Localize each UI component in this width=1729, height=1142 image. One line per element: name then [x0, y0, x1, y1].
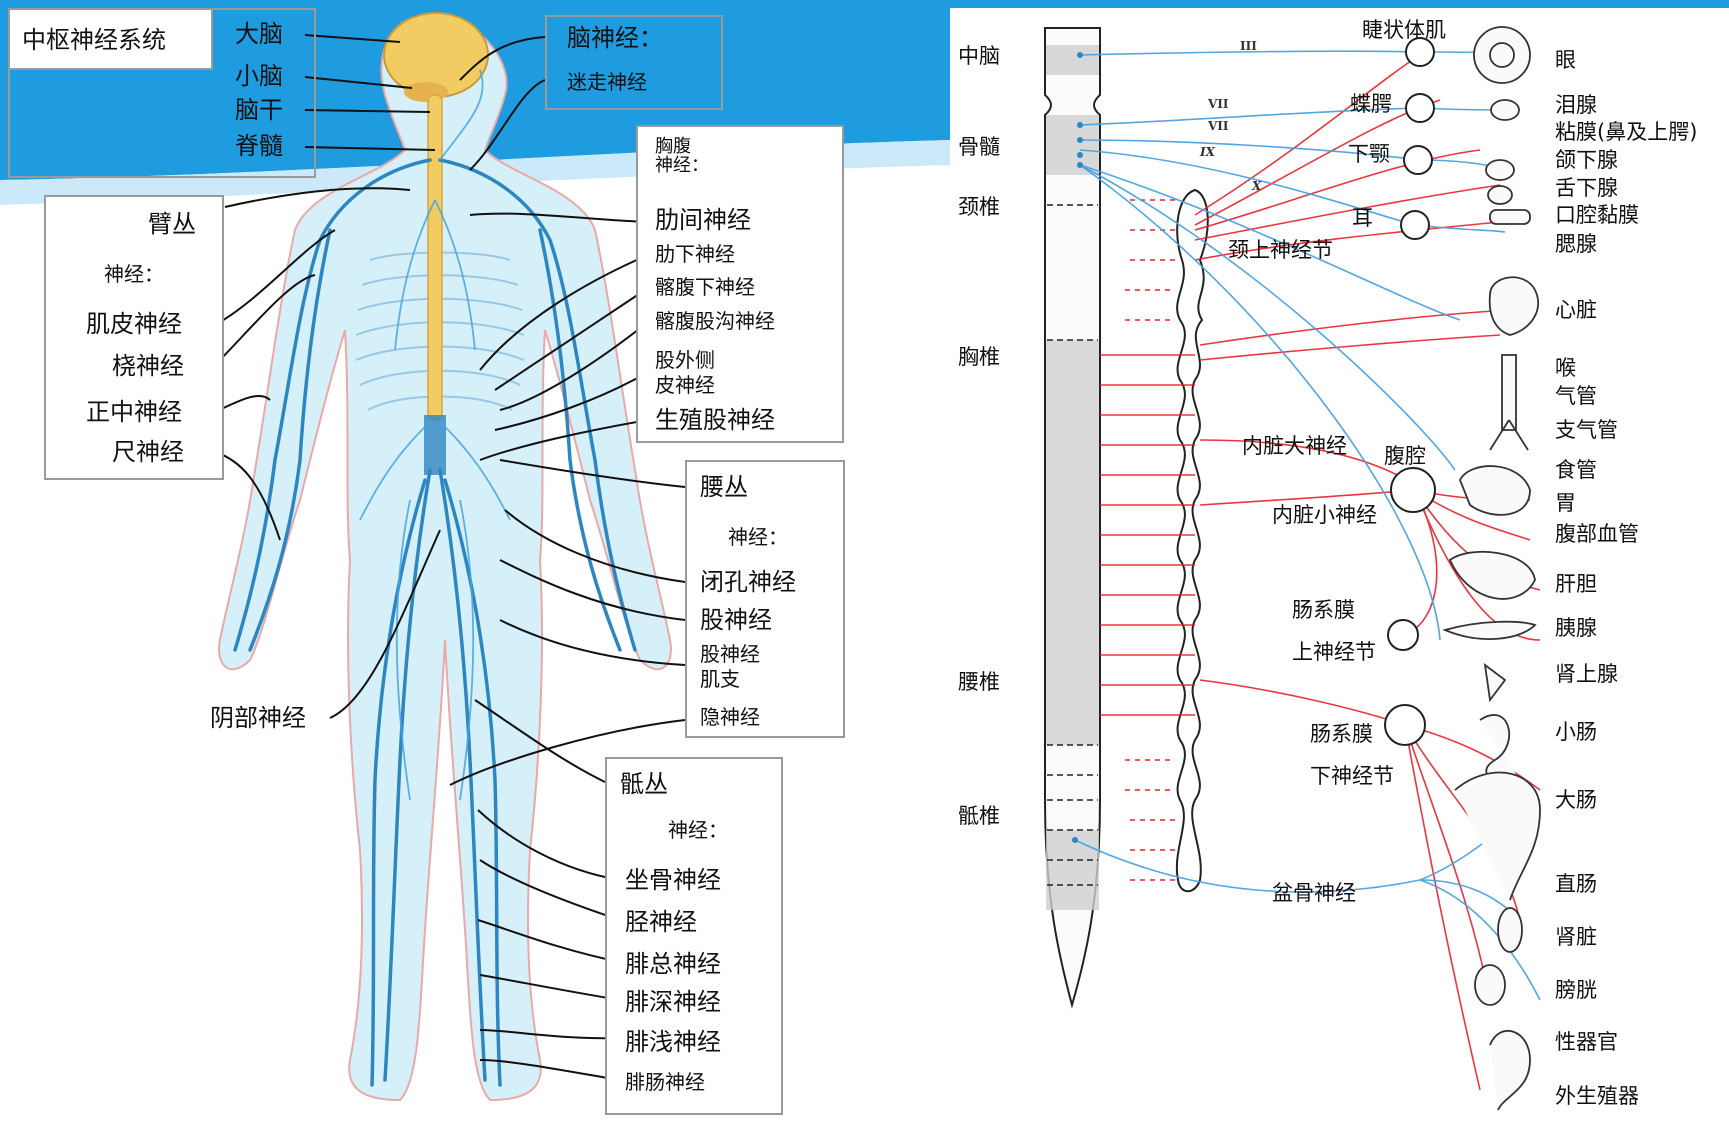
organ-bladder: 膀胱	[1555, 980, 1597, 1001]
organ-eye: 眼	[1555, 50, 1576, 71]
label-radial: 桡神经	[112, 354, 184, 378]
lateral-femoral-text: 股外侧 皮神经	[655, 348, 715, 397]
label-obturator: 闭孔神经	[700, 570, 796, 594]
label-cervical: 颈椎	[958, 197, 1000, 218]
label-lesser-splanchnic: 内脏小神经	[1272, 505, 1377, 526]
organ-rectum: 直肠	[1555, 874, 1597, 895]
roman-vii-a: VII	[1208, 98, 1229, 110]
label-tibial: 胫神经	[625, 910, 697, 934]
label-lumbar: 腰椎	[958, 672, 1000, 693]
midbrain-shade	[1046, 45, 1099, 75]
organ-stomach: 胃	[1555, 493, 1576, 514]
organ-reproductive: 性器官	[1555, 1032, 1618, 1053]
label-deep-fibular: 腓深神经	[625, 990, 721, 1014]
thoracolumbar-shade	[1046, 340, 1099, 745]
label-brachial-nerves: 神经：	[104, 264, 164, 284]
organ-sublingual: 舌下腺	[1555, 178, 1618, 199]
organ-abdominal-vessels: 腹部血管	[1555, 524, 1639, 545]
label-thoracic: 胸椎	[958, 347, 1000, 368]
label-genitofemoral: 生殖股神经	[655, 408, 775, 432]
roman-x: X	[1252, 180, 1261, 192]
thoracoabdominal-text: 胸腹 神经：	[655, 136, 709, 176]
organ-adrenal: 肾上腺	[1555, 664, 1618, 685]
organ-submandibular: 颌下腺	[1555, 150, 1618, 171]
label-sacral: 骶椎	[958, 806, 1000, 827]
organ-bronchi: 支气管	[1555, 420, 1618, 441]
ciliary-ganglion	[1406, 38, 1434, 66]
label-lumbar-plexus: 腰丛	[700, 475, 748, 499]
pterygopalatine-ganglion	[1406, 94, 1434, 122]
label-sural: 腓肠神经	[625, 1072, 705, 1092]
label-femoral-muscular: 股神经 肌支	[700, 642, 760, 692]
organ-heart: 心脏	[1555, 300, 1597, 321]
otic-ganglion	[1401, 211, 1429, 239]
label-pterygopalatine: 蝶腭	[1350, 94, 1392, 115]
organ-parotid: 腮腺	[1555, 234, 1597, 255]
label-thoracoabdominal: 胸腹 神经：	[655, 138, 709, 176]
label-submandibular: 下颚	[1348, 144, 1390, 165]
label-medulla: 骨髓	[958, 137, 1000, 158]
cns-title: 中枢神经系统	[22, 28, 166, 52]
submandibular-ganglion	[1404, 146, 1432, 174]
label-musculocutaneous: 肌皮神经	[86, 312, 182, 336]
organ-oral-mucosa: 口腔黏膜	[1555, 205, 1639, 226]
label-iliohypogastric: 髂腹下神经	[655, 277, 755, 297]
organ-esophagus: 食管	[1555, 460, 1597, 481]
superior-mesenteric-ganglion	[1388, 620, 1418, 650]
organ-kidney: 肾脏	[1555, 927, 1597, 948]
label-median: 正中神经	[86, 400, 182, 424]
label-pelvic-nerve: 盆骨神经	[1272, 883, 1356, 904]
label-common-fibular: 腓总神经	[625, 952, 721, 976]
label-femoral: 股神经	[700, 608, 772, 632]
label-lumbar-nerves: 神经：	[728, 527, 788, 547]
label-cerebellum: 小脑	[235, 64, 283, 88]
label-mesenteric-sup-2: 上神经节	[1292, 642, 1376, 663]
spinal-cord	[428, 95, 442, 420]
organ-mucosa: 粘膜(鼻及上腭)	[1555, 122, 1697, 143]
organ-lacrimal: 泪腺	[1555, 95, 1597, 116]
label-superior-cervical-ganglion: 颈上神经节	[1228, 240, 1333, 261]
label-ciliary: 睫状体肌	[1362, 20, 1446, 41]
inferior-mesenteric-ganglion	[1385, 705, 1425, 745]
roman-ix: IX	[1200, 146, 1215, 158]
label-cranial-nerves: 脑神经：	[567, 26, 663, 50]
label-saphenous: 隐神经	[700, 707, 760, 727]
label-subcostal: 肋下神经	[655, 244, 735, 264]
label-ilioinguinal: 髂腹股沟神经	[655, 311, 775, 331]
label-ulnar: 尺神经	[112, 440, 184, 464]
organ-external-genitalia: 外生殖器	[1555, 1086, 1639, 1107]
label-midbrain: 中脑	[958, 46, 1000, 67]
sacral-shade	[1046, 830, 1099, 910]
femoral-muscular-text: 股神经 肌支	[700, 642, 760, 691]
label-greater-splanchnic: 内脏大神经	[1242, 436, 1347, 457]
organ-pancreas: 胰腺	[1555, 618, 1597, 639]
organ-liver-gallbladder: 肝胆	[1555, 574, 1597, 595]
label-cerebrum: 大脑	[235, 22, 283, 46]
sacral-box	[605, 757, 783, 1115]
organ-larynx: 喉	[1555, 358, 1576, 379]
label-mesenteric-sup-1: 肠系膜	[1292, 600, 1355, 621]
label-brachial-plexus: 臂丛	[148, 212, 196, 236]
celiac-ganglion	[1391, 468, 1435, 512]
roman-vii-b: VII	[1208, 120, 1229, 132]
label-mesenteric-inf-1: 肠系膜	[1310, 724, 1373, 745]
label-mesenteric-inf-2: 下神经节	[1310, 766, 1394, 787]
label-sacral-plexus: 骶丛	[620, 772, 668, 796]
label-superficial-fibular: 腓浅神经	[625, 1030, 721, 1054]
organ-trachea: 气管	[1555, 386, 1597, 407]
label-sciatic: 坐骨神经	[625, 868, 721, 892]
roman-iii: III	[1240, 40, 1257, 52]
label-lateral-femoral-cutaneous: 股外侧 皮神经	[655, 348, 715, 398]
label-pudendal: 阴部神经	[210, 706, 306, 730]
label-otic: 耳	[1352, 208, 1373, 229]
label-brainstem: 脑干	[235, 98, 283, 122]
lumbar-box	[685, 460, 845, 738]
label-celiac: 腹腔	[1384, 446, 1426, 467]
label-sacral-nerves: 神经：	[668, 820, 728, 840]
label-vagus-nerve: 迷走神经	[567, 72, 647, 92]
organ-small-intestine: 小肠	[1555, 722, 1597, 743]
label-spinal-cord: 脊髓	[235, 134, 283, 158]
organ-large-intestine: 大肠	[1555, 790, 1597, 811]
label-intercostal: 肋间神经	[655, 208, 751, 232]
